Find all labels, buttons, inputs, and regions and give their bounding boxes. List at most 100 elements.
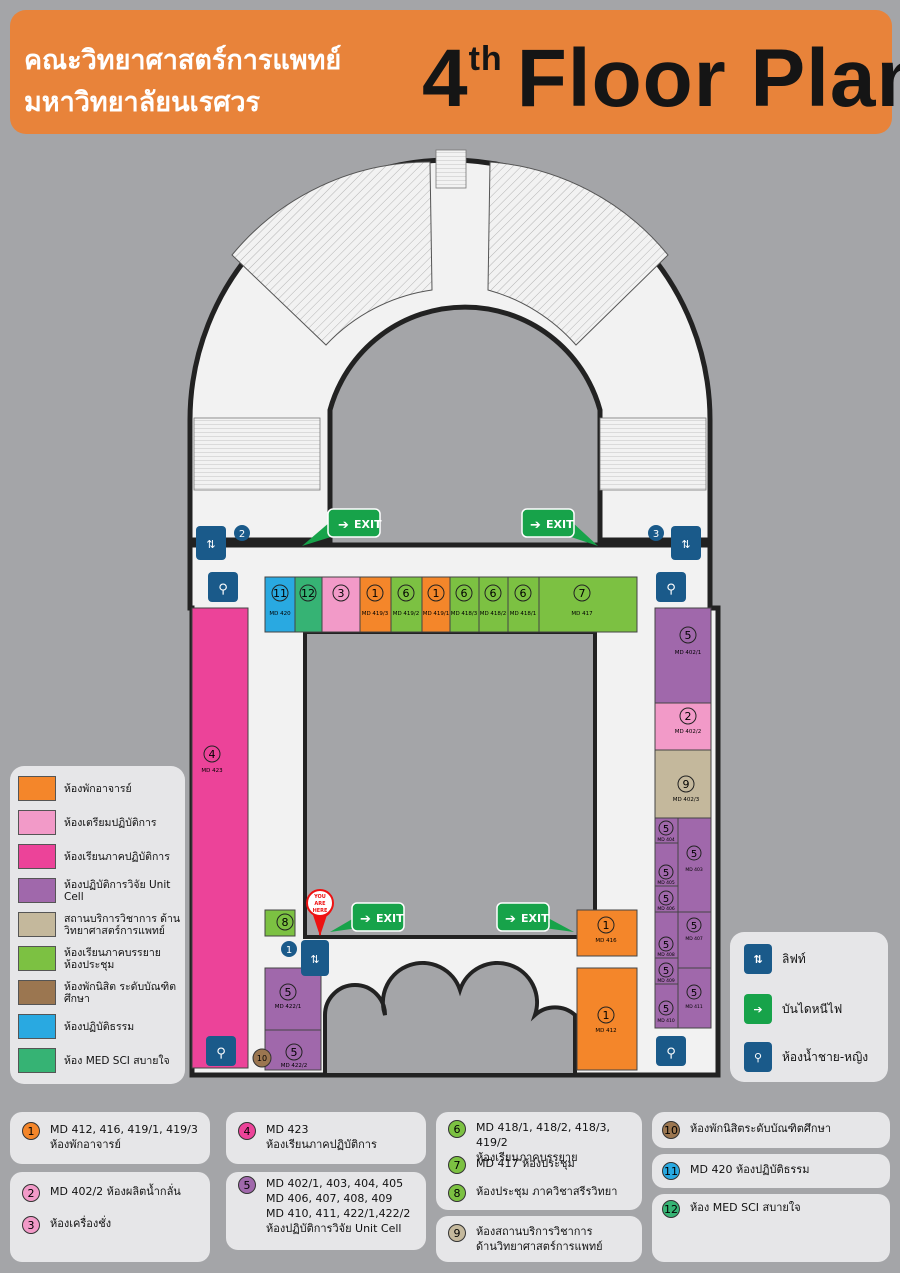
legend-swatch — [18, 1014, 56, 1039]
label-room-5j: 5MD 410 — [657, 1000, 675, 1024]
legend-item: สถานบริการวิชาการ ด้านวิทยาศาสตร์การแพทย… — [18, 912, 182, 937]
svg-text:2: 2 — [239, 529, 245, 540]
label-room-5l: 5 MD 422/2 — [281, 1043, 308, 1069]
svg-text:5: 5 — [663, 868, 669, 879]
svg-text:5: 5 — [691, 988, 697, 999]
lift-3: ⇅ 3 — [648, 525, 701, 560]
legend-swatch — [18, 1048, 56, 1073]
svg-text:5: 5 — [663, 824, 669, 835]
label-room-9: 9MD 402/3 — [673, 775, 700, 803]
exit-runner-icon: ➔ — [360, 912, 371, 927]
legend-swatch — [18, 980, 56, 1005]
svg-text:2: 2 — [685, 710, 692, 723]
lift-icon: ⇅ — [206, 538, 215, 551]
legend-swatch — [18, 776, 56, 801]
svg-text:1: 1 — [286, 945, 292, 956]
rooms-layer — [191, 576, 712, 1071]
icon-legend: ⇅ลิฟท์ ➔บันไดหนีไฟ ⚲ห้องน้ำชาย-หญิง — [730, 932, 888, 1082]
label-room-6b: 6MD 418/3 — [451, 584, 478, 617]
label-room-5a: 5 MD 402/1 — [675, 626, 702, 656]
svg-text:MD 419/3: MD 419/3 — [362, 611, 389, 617]
svg-text:5: 5 — [685, 629, 692, 642]
restroom-top-left: ⚲ — [208, 572, 238, 602]
legend-item: ห้องเรียนภาคปฏิบัติการ — [18, 844, 182, 869]
svg-text:12: 12 — [301, 587, 315, 600]
svg-text:MD 422/1: MD 422/1 — [275, 1004, 302, 1010]
label-room-5g: 5MD 408 — [657, 936, 675, 958]
room-12 — [294, 576, 323, 633]
room-1-md419-3 — [359, 576, 392, 633]
legend-swatch — [18, 810, 56, 835]
label-room-5e: 5MD 406 — [657, 890, 675, 912]
svg-text:5: 5 — [285, 986, 292, 999]
legend-swatch — [18, 844, 56, 869]
svg-text:1: 1 — [372, 587, 379, 600]
icon-legend-lift: ⇅ลิฟท์ — [744, 944, 806, 974]
svg-text:MD 402/2: MD 402/2 — [675, 729, 702, 735]
floor-plan-text: Floor Plan — [516, 33, 900, 124]
label-room-1d: 1MD 412 — [595, 1006, 617, 1034]
auditorium-arch — [187, 149, 713, 543]
legend-swatch — [18, 946, 56, 971]
room-4-md423 — [191, 607, 249, 1069]
svg-text:5: 5 — [663, 966, 669, 977]
svg-text:4: 4 — [209, 748, 216, 761]
svg-text:6: 6 — [490, 587, 497, 600]
restroom-icon: ⚲ — [744, 1042, 772, 1072]
svg-text:6: 6 — [403, 587, 410, 600]
svg-text:MD 418/2: MD 418/2 — [480, 611, 507, 617]
svg-text:MD 402/1: MD 402/1 — [675, 650, 702, 656]
legend-item: ห้องปฏิบัติการวิจัย Unit Cell — [18, 878, 182, 903]
lift-1: ⇅ 1 — [281, 940, 329, 976]
label-room-3: 3 — [332, 584, 350, 602]
room-10 — [252, 1048, 272, 1068]
room-5-md422-1 — [264, 967, 322, 1031]
legend-item: ห้องพักอาจารย์ — [18, 776, 182, 801]
svg-text:YOU: YOU — [313, 894, 326, 900]
label-room-1c: 1MD 416 — [595, 916, 617, 944]
lift-icon: ⇅ — [744, 944, 772, 974]
svg-text:8: 8 — [282, 916, 289, 929]
svg-text:5: 5 — [691, 849, 697, 860]
svg-text:7: 7 — [579, 587, 586, 600]
svg-text:MD 408: MD 408 — [657, 952, 675, 958]
label-room-5c: 5 MD 403 — [685, 845, 703, 873]
restroom-bottom-right: ⚲ — [656, 1036, 686, 1066]
legend-swatch — [18, 878, 56, 903]
room-6-md418-1 — [507, 576, 540, 633]
exit-sign-mid-left: ➔ EXIT — [330, 902, 405, 932]
svg-text:6: 6 — [520, 587, 527, 600]
svg-text:MD 412: MD 412 — [595, 1028, 616, 1034]
university-name: มหาวิทยาลัยนเรศวร — [24, 87, 261, 118]
color-legend: ห้องพักอาจารย์ ห้องเตรียมปฏิบัติการ ห้อง… — [10, 766, 185, 1084]
lift-2: ⇅ 2 — [196, 525, 250, 560]
svg-text:MD 407: MD 407 — [685, 936, 703, 942]
header-banner: คณะวิทยาศาสตร์การแพทย์ มหาวิทยาลัยนเรศวร… — [10, 10, 900, 134]
restroom-icon: ⚲ — [666, 582, 676, 597]
svg-text:5: 5 — [663, 1004, 669, 1015]
restroom-icon: ⚲ — [666, 1046, 676, 1061]
svg-text:MD 422/2: MD 422/2 — [281, 1063, 308, 1069]
floor-number: 4 — [422, 33, 469, 124]
legend-swatch — [18, 912, 56, 937]
svg-text:1: 1 — [603, 919, 610, 932]
legend-item: ห้องพักนิสิต ระดับบัณฑิตศึกษา — [18, 980, 182, 1005]
you-are-here-marker: YOU ARE HERE — [306, 889, 334, 936]
svg-text:5: 5 — [291, 1046, 298, 1059]
exit-runner-icon: ➔ — [505, 912, 516, 927]
svg-text:MD 403: MD 403 — [685, 867, 703, 873]
svg-text:MD 418/1: MD 418/1 — [510, 611, 537, 617]
legend-item: ห้องเตรียมปฏิบัติการ — [18, 810, 182, 835]
label-room-8: 8 — [276, 913, 294, 931]
svg-text:3: 3 — [653, 529, 659, 540]
svg-text:EXIT: EXIT — [546, 518, 574, 531]
label-room-5f: 5MD 407 — [685, 917, 703, 942]
